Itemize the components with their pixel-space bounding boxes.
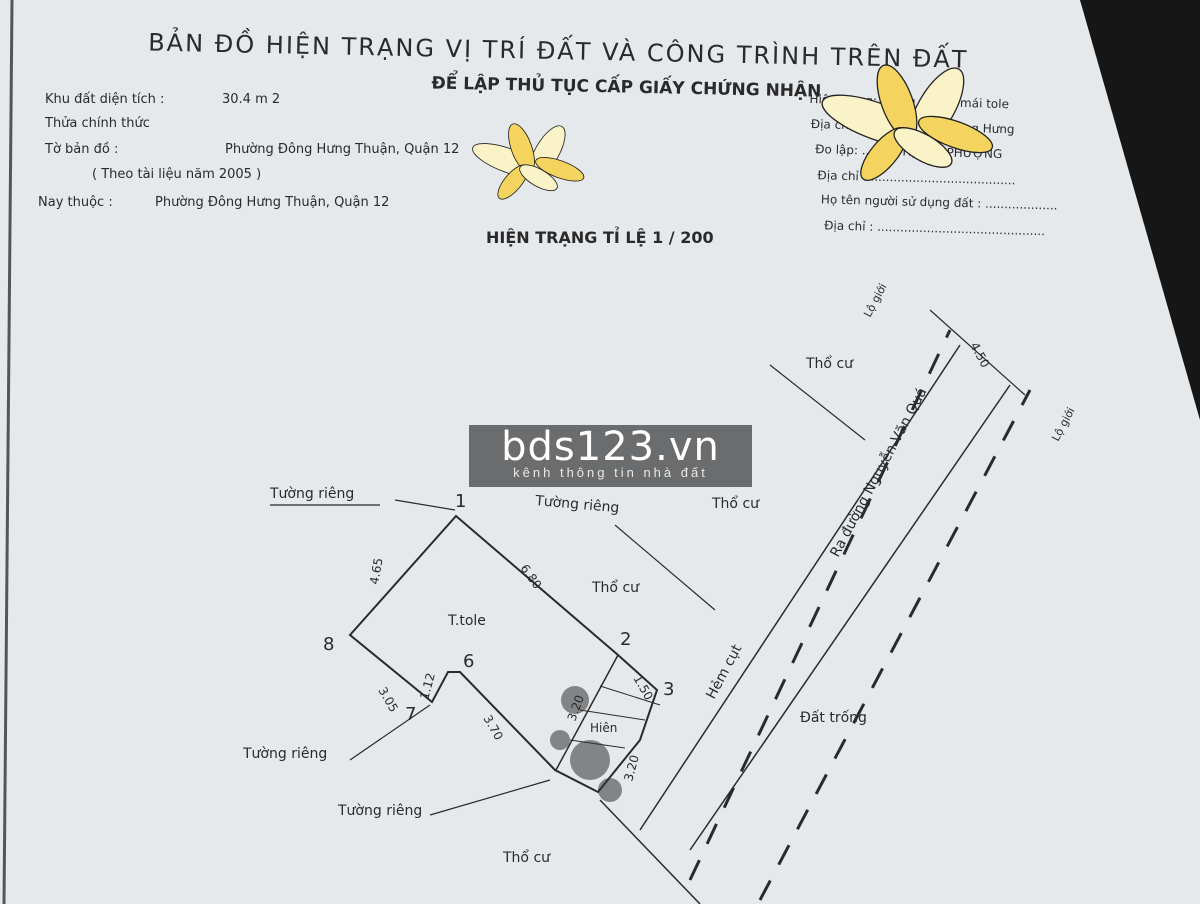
- area-label: Khu đất diện tích :: [45, 92, 164, 107]
- vertex-7: 7: [405, 704, 416, 725]
- boundary-line-right: [758, 389, 1032, 901]
- per-note: ( Theo tài liệu năm 2005 ): [92, 167, 261, 182]
- label-roof: T.tole: [447, 613, 486, 629]
- watermark: bds123.vn kênh thông tin nhà đất: [469, 425, 752, 487]
- scale-heading: HIỆN TRẠNG TỈ LỆ 1 / 200: [486, 226, 714, 247]
- watermark-brand: bds123.vn: [501, 425, 720, 470]
- now-value: Phường Đông Hưng Thuận, Quận 12: [155, 195, 389, 210]
- label-tho-cu-2: Thổ cư: [711, 495, 760, 512]
- parcel-diagram: [270, 309, 1032, 904]
- label-wall-3: Tường riêng: [242, 746, 327, 762]
- label-empty-land: Đất trống: [800, 709, 867, 726]
- vertex-1: 1: [455, 491, 466, 512]
- parcel-outline: [348, 514, 659, 794]
- label-wall-1: Tường riêng: [269, 486, 354, 502]
- paper-edge: [2, 0, 14, 904]
- vertex-2: 2: [620, 629, 631, 650]
- area-value: 30.4 m 2: [222, 92, 280, 107]
- map-sheet-value: Phường Đông Hưng Thuận, Quận 12: [225, 142, 459, 157]
- flower-sticker-icon: [472, 123, 585, 200]
- background-corner: [1080, 0, 1200, 420]
- label-tho-cu-1: Thổ cư: [805, 355, 854, 372]
- right-info-6: Địa chỉ : ..............................…: [824, 218, 1045, 238]
- vertex-8: 8: [323, 634, 334, 655]
- vertex-3: 3: [663, 679, 674, 700]
- parcel-label: Thửa chính thức: [44, 116, 150, 131]
- now-label: Nay thuộc :: [38, 195, 113, 210]
- dim-465: 4.65: [367, 557, 385, 586]
- right-info-5: Họ tên người sử dụng đất : .............…: [821, 192, 1058, 212]
- label-tho-cu-3: Thổ cư: [591, 579, 640, 596]
- watermark-tagline: kênh thông tin nhà đất: [513, 465, 708, 480]
- dim-112: 1.12: [417, 671, 437, 700]
- ink-stain: [550, 686, 622, 802]
- dim-320b: 3.20: [621, 753, 641, 782]
- label-tho-cu-4: Thổ cư: [502, 849, 551, 866]
- label-wall-2: Tường riêng: [534, 493, 620, 516]
- flower-sticker-icon: [821, 64, 994, 181]
- label-stairs: Hiên: [590, 721, 617, 735]
- map-sheet-label: Tờ bản đồ :: [44, 142, 118, 157]
- label-wall-4: Tường riêng: [337, 803, 422, 819]
- vertex-6: 6: [463, 651, 474, 672]
